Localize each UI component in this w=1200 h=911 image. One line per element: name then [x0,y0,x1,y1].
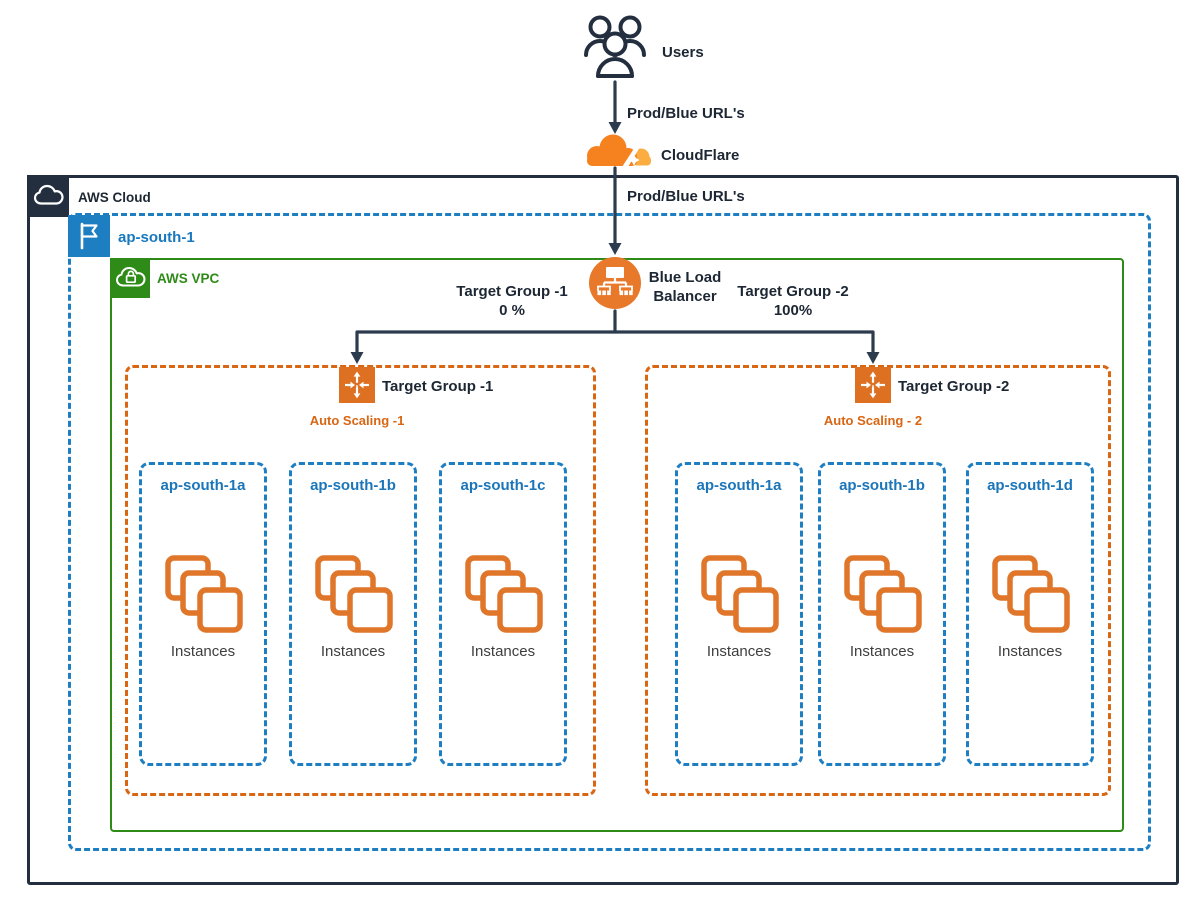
load-balancer-label: Blue Load Balancer [637,268,733,306]
auto-scaling-2-label: Auto Scaling - 2 [823,413,923,428]
region-flag-icon [68,215,110,257]
tg1-weight-value: 0 % [499,302,525,319]
users-label: Users [662,44,704,61]
auto-scaling-icon-2 [855,367,891,403]
users-icon [584,15,646,78]
tg1-title: Target Group -1 [382,378,494,395]
instances-label: Instances [470,643,536,660]
az-name: ap-south-1a [160,477,246,494]
instances-label: Instances [997,643,1063,660]
az-box-1b-left: ap-south-1b Instances [289,462,417,766]
load-balancer-icon [589,257,641,309]
instances-icon [315,555,393,633]
aws-cloud-box [27,175,1179,885]
vpc-icon [110,258,150,298]
tg2-weight: Target Group -2 100% [712,282,874,320]
instances-icon [992,555,1070,633]
az-name: ap-south-1b [839,477,925,494]
az-box-1d-right: ap-south-1d Instances [966,462,1094,766]
az-name: ap-south-1b [310,477,396,494]
load-balancer-label-line1: Blue Load [648,269,722,286]
instances-icon [465,555,543,633]
auto-scaling-1-label: Auto Scaling -1 [309,413,405,428]
aws-cloud-label: AWS Cloud [78,190,151,205]
instances-icon [844,555,922,633]
tg2-title: Target Group -2 [898,378,1010,395]
tg1-weight-label: Target Group -1 [456,283,568,300]
load-balancer-label-line2: Balancer [653,288,717,305]
az-box-1a-right: ap-south-1a Instances [675,462,803,766]
auto-scaling-group-1-box [125,365,596,796]
instances-label: Instances [706,643,772,660]
tg2-weight-value: 100% [773,302,813,319]
az-name: ap-south-1d [987,477,1073,494]
region-label: ap-south-1 [118,229,195,246]
vpc-label: AWS VPC [157,271,220,286]
cloudflare-icon [587,134,651,167]
cloudflare-label: CloudFlare [661,147,740,164]
az-box-1b-right: ap-south-1b Instances [818,462,946,766]
instances-label: Instances [320,643,386,660]
instances-icon [701,555,779,633]
tg2-weight-label: Target Group -2 [737,283,849,300]
auto-scaling-icon-1 [339,367,375,403]
prod-blue-label-top: Prod/Blue URL's [627,105,745,122]
prod-blue-label-inner: Prod/Blue URL's [627,188,745,205]
instances-label: Instances [849,643,915,660]
az-box-1a-left: ap-south-1a Instances [139,462,267,766]
aws-cloud-icon [27,175,69,217]
tg1-weight: Target Group -1 0 % [432,282,592,320]
region-box [68,213,1151,851]
instances-label: Instances [170,643,236,660]
az-box-1c-left: ap-south-1c Instances [439,462,567,766]
az-name: ap-south-1c [460,477,546,494]
auto-scaling-group-2-box [645,365,1111,796]
az-name: ap-south-1a [696,477,782,494]
instances-icon [165,555,243,633]
